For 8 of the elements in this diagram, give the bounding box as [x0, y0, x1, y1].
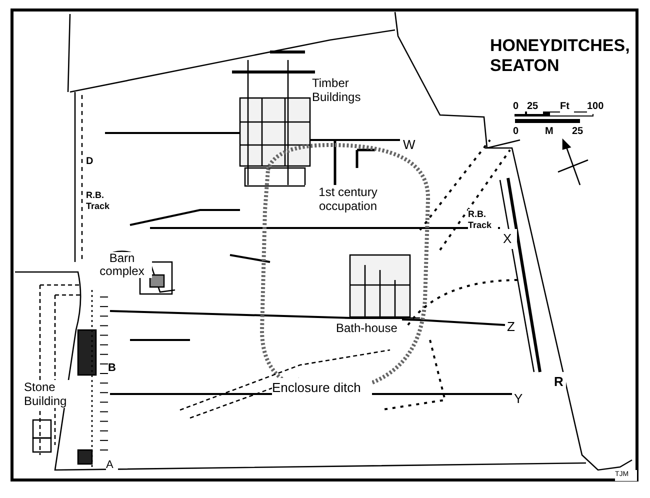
map-title: HONEYDITCHES, SEATON — [490, 36, 630, 76]
scale-number: Ft — [560, 99, 574, 114]
site-label: Enclosure ditch — [272, 378, 372, 398]
site-label: Barn complex — [92, 252, 152, 278]
scale-number: 0 — [513, 99, 525, 114]
site-label: R.B. Track — [468, 209, 498, 231]
trench-letter: X — [503, 229, 517, 248]
scale-number: 25 — [527, 99, 543, 114]
